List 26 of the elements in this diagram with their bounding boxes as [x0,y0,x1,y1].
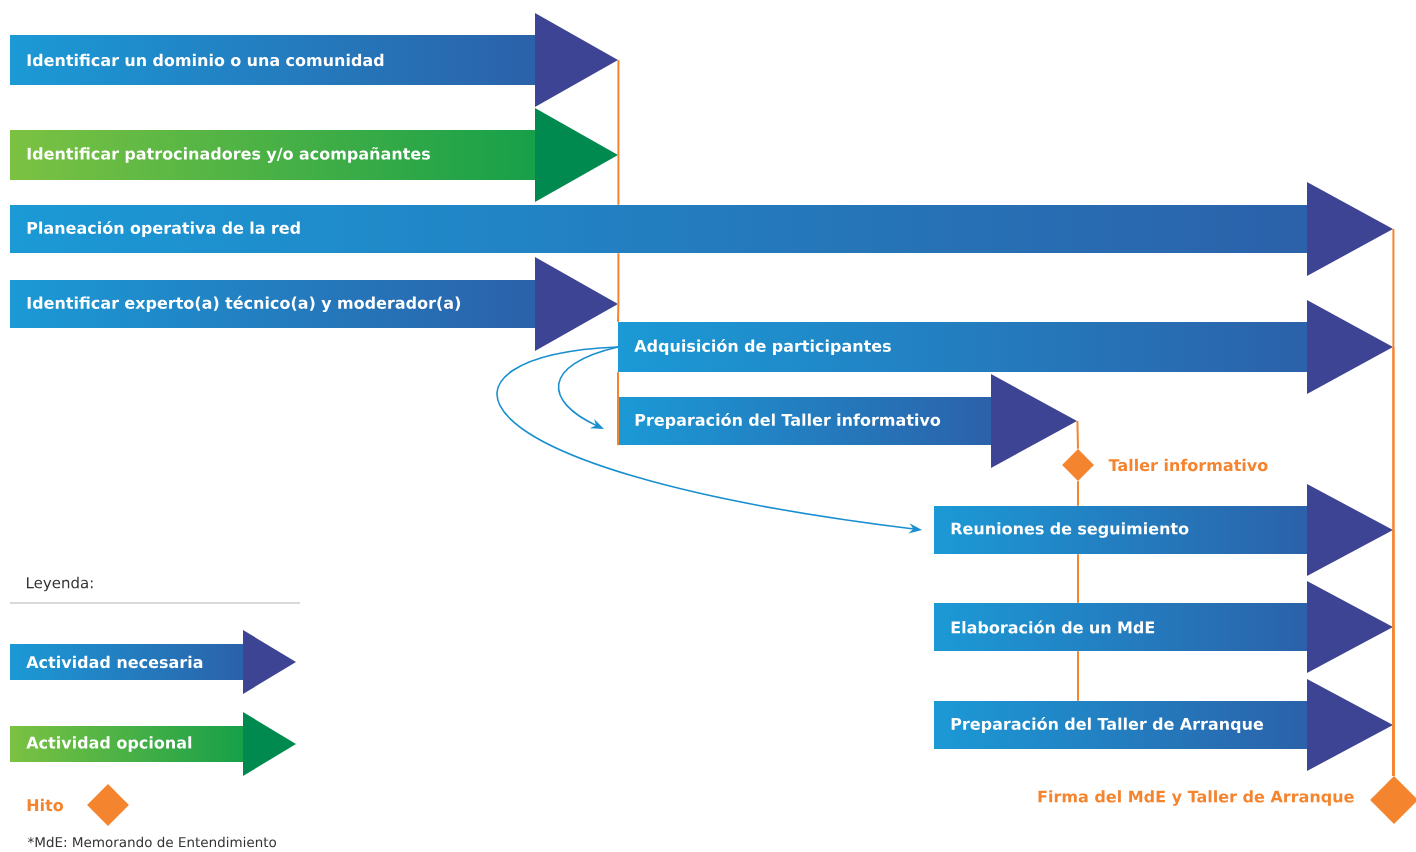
footnote: *MdE: Memorando de Entendimiento [27,836,277,848]
milestone-label: Taller informativo [1108,458,1268,472]
connector-line [617,154,620,206]
arrow-band: Reuniones de seguimiento [934,484,1393,576]
legend-label: Hito [27,798,64,812]
connector-line [617,303,620,323]
connector-line [617,252,620,305]
connector-line [617,59,620,156]
arrow-band: Preparación del Taller informativo [618,374,1077,468]
connector-line [1077,553,1079,604]
arrow-band: Identificar un dominio o una comunidad [10,13,618,107]
milestone-diamond [1370,776,1416,824]
connector-line [1077,650,1079,702]
arrow-band: Planeación operativa de la red [10,182,1393,276]
arrow-band: Adquisición de participantes [618,300,1393,394]
arrow-band: Elaboración de un MdE [934,581,1393,673]
milestone-diamond [1062,449,1094,481]
arrow-band: Identificar patrocinadores y/o acompañantes [10,108,618,202]
legend-heading: Leyenda: [27,576,93,592]
connector-line [617,371,619,447]
connector-line [1077,480,1079,507]
milestone-label: Firma del MdE y Taller de Arranque [1038,790,1354,806]
arrow-band: Identificar experto(a) técnico(a) y moderador(a) [10,257,618,351]
connector-line [1076,420,1079,450]
arrow-band: Preparación del Taller de Arranque [934,679,1393,771]
connector-line [1392,724,1395,777]
